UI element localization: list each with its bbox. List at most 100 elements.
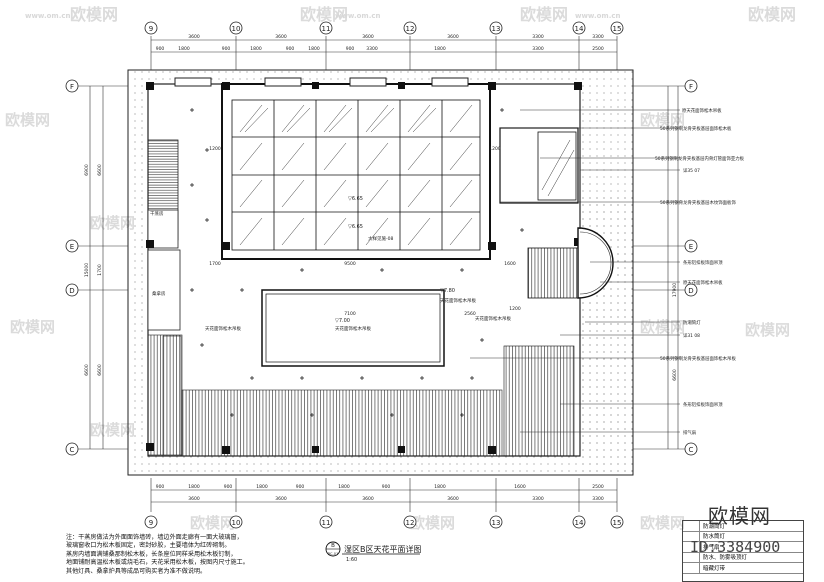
left-inner-dim-1: 6600 <box>97 164 103 176</box>
note-line: 注：干蒸房做法为外面面饰墙砖，墙边外面走廊有一面大玻璃窗， <box>66 534 243 541</box>
bottom-left-stripes <box>147 334 183 456</box>
bottom-axis-15: 15 <box>613 519 622 527</box>
legend-row: 防水、防雾吸顶灯 <box>683 552 803 563</box>
svg-text:欧模网: 欧模网 <box>520 5 568 24</box>
top-axis-14: 14 <box>575 25 584 33</box>
top-dim2-2: 3600 <box>275 34 287 40</box>
legend-row: 防潮筒灯 <box>683 521 803 532</box>
interior-dim-5: 7100 <box>344 311 356 317</box>
construction-notes: 注：干蒸房做法为外面面饰墙砖，墙边外面走廊有一面大玻璃窗， 玻璃窗收口为松木板固… <box>66 534 318 576</box>
top-dim-10: 3300 <box>532 46 544 52</box>
curved-bay-ceiling <box>527 227 614 299</box>
downlight-markers <box>190 108 524 417</box>
svg-text:欧模网: 欧模网 <box>90 421 135 439</box>
top-dim-5: 900 <box>286 46 295 52</box>
right-glass-pane <box>537 131 577 201</box>
legend-label: 排气扇 <box>703 544 720 551</box>
ceiling-label-a: 天花面饰松木吊板 <box>440 297 476 304</box>
top-dim2-3: 3600 <box>362 34 374 40</box>
watermark-site-3: www.om.cn <box>575 12 621 20</box>
title-badge-letter: B <box>331 543 335 549</box>
top-axis-13: 13 <box>492 25 501 33</box>
bottom-dim-2: 1800 <box>188 484 200 490</box>
svg-text:欧模网: 欧模网 <box>410 514 455 532</box>
left-grid-axes <box>78 85 128 450</box>
right-lower-stripes <box>503 345 575 457</box>
note-line: 玻璃窗收口为松木板固定，密封砂胶，主要墙体为红砖砌制。 <box>66 542 231 550</box>
drawing-scale: 1:60 <box>346 557 357 563</box>
bottom-axis-10: 10 <box>232 519 241 527</box>
svg-text:欧模网: 欧模网 <box>190 514 235 532</box>
interior-dim-4: 1600 <box>504 261 516 267</box>
ceiling-label-d: 天花面饰松木吊板 <box>475 315 511 322</box>
interior-dim-6: 2560 <box>464 311 476 317</box>
interior-dim-1: 1200 <box>209 146 221 152</box>
top-dim-6: 1800 <box>308 46 320 52</box>
left-col-hatch <box>162 335 182 457</box>
bottom-dim-4: 1800 <box>256 484 268 490</box>
right-glass-hatch <box>541 139 575 197</box>
right-grid-axes <box>633 85 685 450</box>
left-axis-d: D <box>69 287 74 295</box>
top-light-fixtures <box>174 77 469 87</box>
right-axis-d: D <box>688 287 693 295</box>
legend-symbol-icon <box>683 563 700 573</box>
drawing-title: 湿区B区天花平面详图 <box>344 544 422 554</box>
svg-text:欧模网: 欧模网 <box>300 5 348 24</box>
legend-row: 排气扇 <box>683 542 803 553</box>
callout-9: 详31 08 <box>683 332 700 339</box>
interior-dim-7: 1200 <box>489 146 501 152</box>
watermark-id: ID:3384900 <box>690 538 781 556</box>
watermark-site-1: www.om.cn <box>25 12 71 20</box>
callout-6: 条形铝扣板饰面吊顶 <box>683 259 723 266</box>
bottom-axis-12: 12 <box>406 519 415 527</box>
svg-text:欧模网: 欧模网 <box>748 5 796 24</box>
legend-label: 暗藏灯带 <box>703 565 726 572</box>
svg-text:欧模网: 欧模网 <box>70 5 118 24</box>
top-grid-axes <box>150 36 618 70</box>
left-inner-dim-3: 6600 <box>97 364 103 376</box>
top-dim2-1: 3600 <box>188 34 200 40</box>
note-line: 蒸房内墙面满铺桑那制松木板，长条座位同样采用松木板钉制， <box>66 550 237 558</box>
interior-dim-8: 1200 <box>509 306 521 312</box>
bottom-dim-9: 1600 <box>514 484 526 490</box>
top-axis-11: 11 <box>322 25 331 33</box>
right-axis-e: E <box>689 243 693 251</box>
bottom-dim-8: 1800 <box>434 484 446 490</box>
left-axis-c: C <box>70 446 75 454</box>
interior-dim-3: 9500 <box>344 261 356 267</box>
legend-row: 防水筒灯 <box>683 531 803 542</box>
bottom-axis-9: 9 <box>149 519 153 527</box>
top-dim-2: 1800 <box>178 46 190 52</box>
bottom-dim2-6: 3300 <box>592 496 604 502</box>
bottom-dim2-2: 3600 <box>275 496 287 502</box>
drawing-title-block: B RC-01 湿区B区天花平面详图 1:60 <box>325 541 422 563</box>
elevation-mark-4: ▽6.65 <box>348 224 363 230</box>
elevation-mark-3: ▽6.65 <box>348 196 363 202</box>
elevation-mark-1: ▽7.80 <box>440 288 455 294</box>
legend-symbol-icon <box>683 552 700 562</box>
bottom-dim-3: 900 <box>224 484 233 490</box>
legend-symbol-icon <box>683 521 700 531</box>
detail-ref-label: 大样见施-08 <box>368 235 393 242</box>
left-axis-bubbles <box>65 79 79 456</box>
right-dim-2: 6600 <box>672 369 678 381</box>
callout-4: 详35 07 <box>683 167 700 174</box>
right-dim-1: 17900 <box>672 283 678 297</box>
note-line: 地面铺耐高温松木板或烧毛石，天花采用松木板，按图内尺寸施工。 <box>66 559 249 567</box>
svg-text:欧模网: 欧模网 <box>5 111 50 129</box>
bottom-grid-axes <box>150 478 618 512</box>
bottom-dim2-4: 3600 <box>447 496 459 502</box>
callout-10: 50系列钢制龙骨夹板基层面饰松木吊板 <box>660 355 736 362</box>
bottom-dim2-5: 3300 <box>532 496 544 502</box>
legend-symbol-icon <box>683 542 700 552</box>
top-axis-10: 10 <box>232 25 241 33</box>
top-dim2-6: 3300 <box>592 34 604 40</box>
callout-8: 防潮筒灯 <box>683 319 701 326</box>
title-badge-sheet: RC-01 <box>328 552 338 556</box>
left-inner-dim-2: 1700 <box>97 264 103 276</box>
ceiling-label-c: 天花面饰松木吊板 <box>205 325 241 332</box>
legend-label: 防水、防雾吸顶灯 <box>703 555 748 562</box>
top-dim2-4: 3600 <box>447 34 459 40</box>
right-axis-bubbles <box>684 79 698 456</box>
